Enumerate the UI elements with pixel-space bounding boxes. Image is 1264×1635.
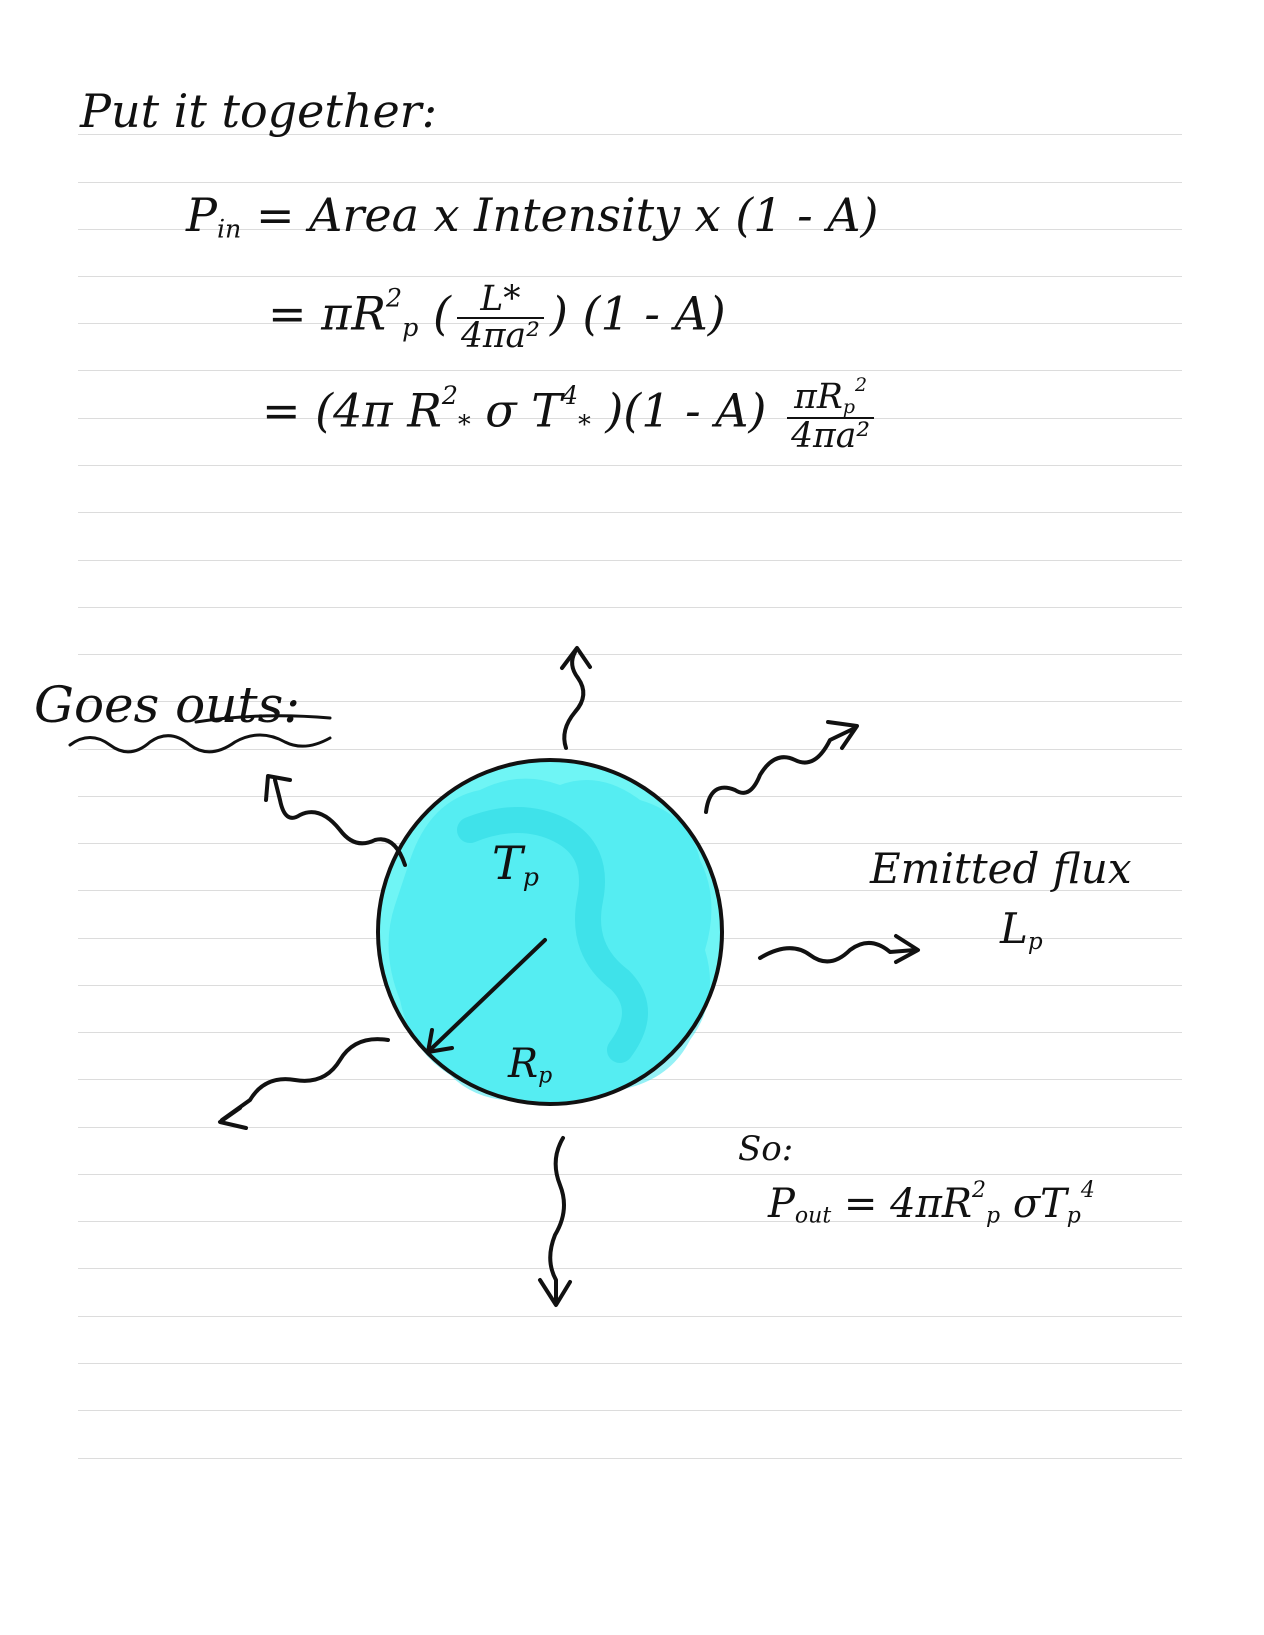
arrow-upper-right bbox=[704, 726, 857, 814]
eq3-b: σ T bbox=[470, 383, 562, 438]
section-heading: Put it together: bbox=[80, 84, 438, 138]
eq2-pre-sub: p bbox=[402, 312, 419, 342]
radius-label: Rp bbox=[508, 1044, 552, 1088]
eq2-open: ( bbox=[432, 286, 451, 341]
eq2-pre: = πR bbox=[268, 286, 387, 341]
eq2-numerator: L* bbox=[456, 282, 544, 319]
ruled-line bbox=[78, 560, 1182, 561]
eq2-fraction: L*4πa² bbox=[456, 282, 544, 356]
pout-rhs-sub: p bbox=[986, 1203, 1001, 1229]
ruled-line bbox=[78, 654, 1182, 655]
planet bbox=[376, 758, 724, 1106]
eq3-denominator: 4πa² bbox=[791, 415, 871, 456]
eq2-denominator: 4πa² bbox=[460, 315, 540, 356]
ruled-line bbox=[78, 1458, 1182, 1459]
arrow-lower-left bbox=[220, 1037, 390, 1122]
eq1-lhs-sub: in bbox=[216, 214, 242, 244]
eq3-num-sub: p bbox=[842, 395, 855, 418]
arrow-right-head bbox=[894, 934, 920, 964]
ruled-line bbox=[78, 229, 1182, 230]
underline-outs bbox=[194, 714, 332, 724]
ruled-line bbox=[78, 1316, 1182, 1317]
eq3-a: = (4π R bbox=[262, 383, 442, 438]
underline-squiggle bbox=[68, 733, 332, 754]
arrow-lower-left-head bbox=[218, 1106, 248, 1130]
arrow-upper-left bbox=[273, 778, 407, 867]
pout-tail-sup: 4 bbox=[1080, 1178, 1095, 1203]
eq1-lhs: P bbox=[186, 188, 217, 242]
temperature-label: Tp bbox=[492, 840, 539, 890]
ruled-line bbox=[78, 276, 1182, 277]
emitted-flux-label: Emitted flux bbox=[870, 844, 1132, 893]
ruled-line bbox=[78, 1127, 1182, 1128]
ruled-line bbox=[78, 749, 1182, 750]
radius-arrowhead bbox=[426, 1028, 454, 1054]
ruled-line bbox=[78, 1363, 1182, 1364]
eq2-pre-sup: 2 bbox=[386, 283, 403, 313]
arrow-right bbox=[758, 941, 917, 964]
lp-sub: p bbox=[1027, 928, 1043, 955]
equation-power-in: Pin = Area x Intensity x (1 - A) bbox=[186, 192, 878, 242]
luminosity-label: Lp bbox=[1000, 908, 1043, 954]
ruled-line bbox=[78, 182, 1182, 183]
ruled-line bbox=[78, 1410, 1182, 1411]
ruled-line bbox=[78, 323, 1182, 324]
emission-arrows bbox=[218, 646, 920, 1307]
goes-out-heading: Goes outs: bbox=[34, 676, 301, 734]
pout-lhs-sub: out bbox=[794, 1203, 832, 1229]
radius-arrow bbox=[426, 938, 547, 1054]
eq3-numerator: πRp2 bbox=[787, 374, 875, 419]
equation-power-out: Pout = 4πR2p σTp4 bbox=[768, 1180, 1095, 1227]
eq2-close: ) (1 - A) bbox=[549, 286, 726, 341]
ruled-line bbox=[78, 701, 1182, 702]
pout-tail: σT bbox=[1012, 1180, 1067, 1227]
planet-outline bbox=[376, 758, 724, 1106]
ruled-line bbox=[78, 1174, 1182, 1175]
ruled-line bbox=[78, 418, 1182, 419]
radius-line bbox=[428, 938, 547, 1052]
arrow-upper-left-head bbox=[264, 774, 292, 802]
eq3-b-sup: 4 bbox=[561, 380, 579, 410]
eq3-c: )(1 - A) bbox=[590, 383, 767, 438]
ruled-line bbox=[78, 1268, 1182, 1269]
equation-step-2: = πR2p (L*4πa²) (1 - A) bbox=[268, 282, 726, 353]
tp-sub: p bbox=[522, 862, 539, 892]
pout-rhs: = 4πR bbox=[843, 1180, 972, 1227]
planet-swirl bbox=[457, 807, 648, 1063]
lp-text: L bbox=[1000, 904, 1028, 953]
ruled-line bbox=[78, 1221, 1182, 1222]
ruled-line bbox=[78, 465, 1182, 466]
arrow-up-head bbox=[560, 646, 592, 670]
eq3-b-sub: * bbox=[578, 409, 591, 439]
tp-text: T bbox=[492, 836, 523, 890]
arrow-upper-right-head bbox=[826, 720, 859, 750]
pout-rhs-sup: 2 bbox=[972, 1178, 986, 1203]
so-label: So: bbox=[738, 1129, 794, 1169]
rp-sub: p bbox=[538, 1063, 553, 1089]
eq1-rhs: = Area x Intensity x (1 - A) bbox=[255, 188, 879, 242]
eq3-num-sup: 2 bbox=[854, 374, 868, 396]
ruled-line bbox=[78, 607, 1182, 608]
ruled-line bbox=[78, 370, 1182, 371]
eq3-num: πR bbox=[794, 377, 843, 418]
pout-lhs: P bbox=[768, 1180, 795, 1227]
eq3-a-sup: 2 bbox=[441, 380, 458, 410]
arrow-down bbox=[548, 1136, 566, 1302]
ruled-line bbox=[78, 512, 1182, 513]
arrow-down-head bbox=[538, 1278, 572, 1307]
rp-text: R bbox=[508, 1041, 539, 1087]
arrow-up bbox=[562, 650, 586, 750]
eq3-a-sub: * bbox=[457, 409, 471, 439]
ruled-line bbox=[78, 134, 1182, 135]
pout-tail-sub: p bbox=[1066, 1203, 1081, 1229]
